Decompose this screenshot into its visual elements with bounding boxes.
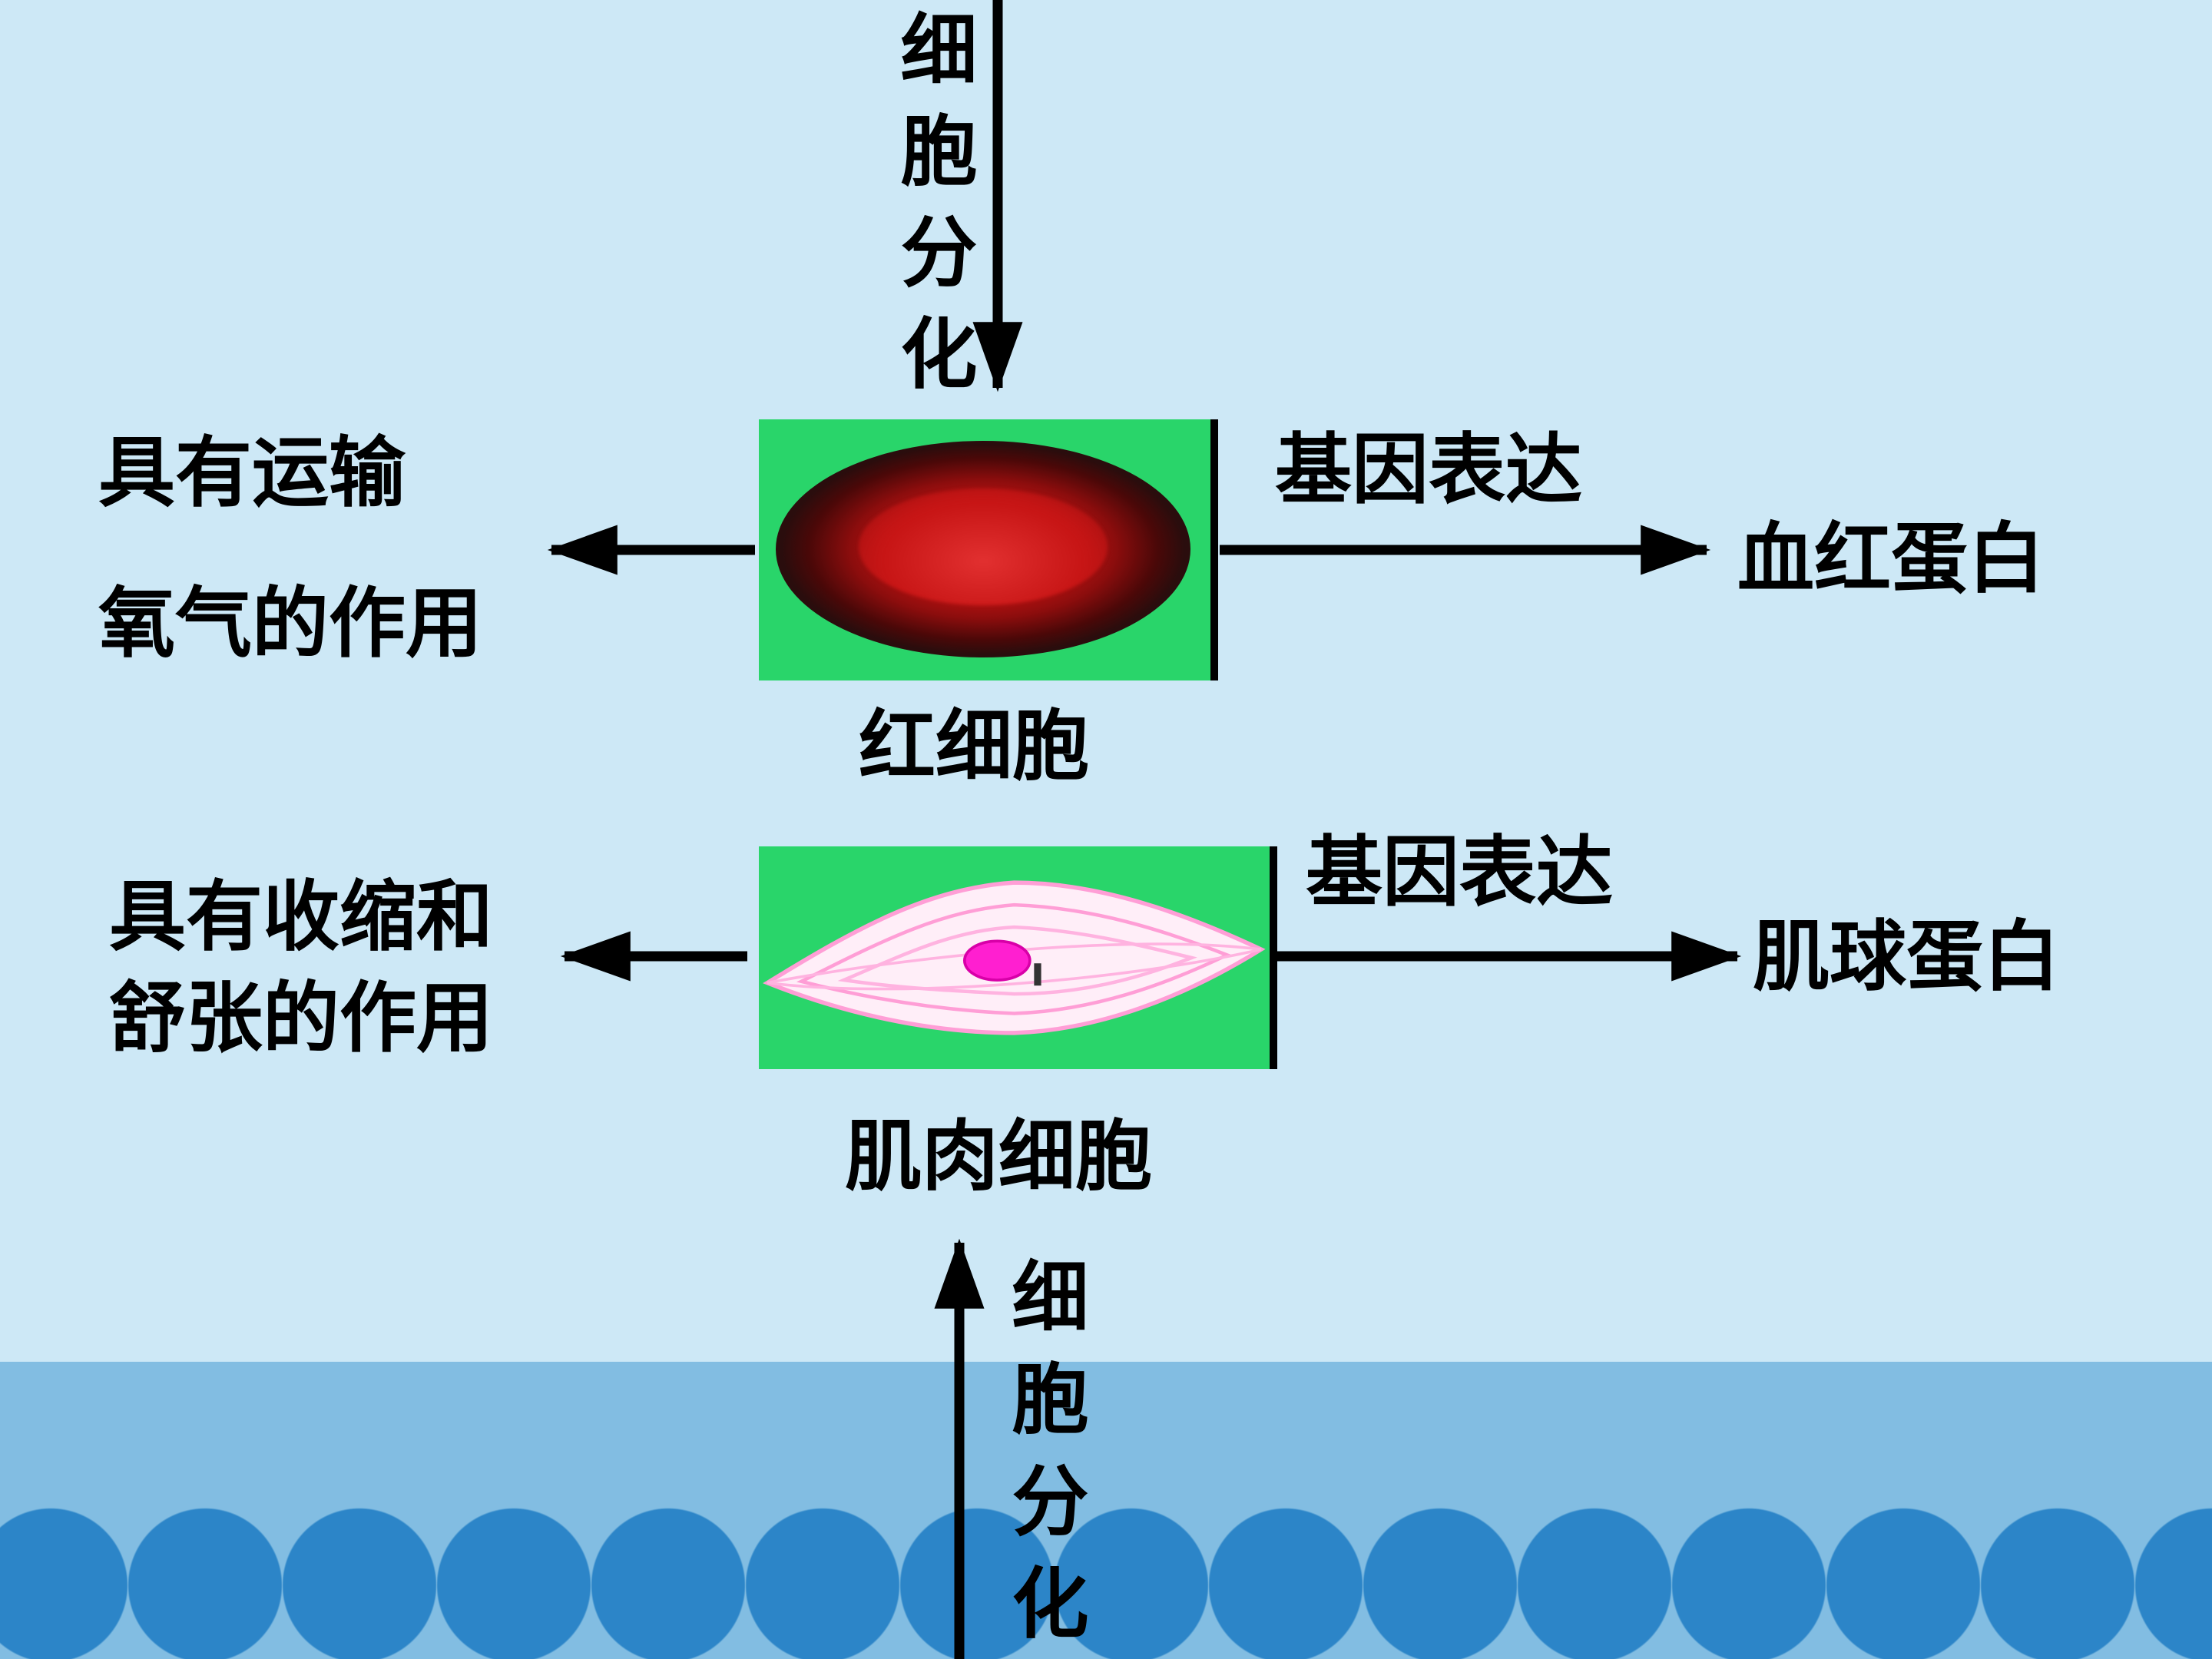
red-blood-cell-box (759, 419, 1218, 680)
water-scallops (0, 1505, 2212, 1659)
oxygen-function-line2: 氧气的作用 (98, 581, 482, 667)
muscle-nucleus (963, 939, 1031, 982)
cell-differentiation-label-bottom: 细胞分化 (1000, 1257, 1085, 1659)
muscle-nucleus-mark (1034, 963, 1041, 986)
contraction-function-line2: 舒张的作用 (109, 976, 493, 1061)
red-blood-cell-highlight (859, 488, 1108, 605)
muscle-striation-4 (767, 948, 1262, 991)
myosin-label: 肌球蛋白 (1753, 915, 2060, 1000)
muscle-cell-label: 肌肉细胞 (845, 1114, 1152, 1200)
hemoglobin-label: 血红蛋白 (1737, 517, 2045, 602)
muscle-striation-2 (837, 925, 1197, 996)
red-blood-cell-image (776, 441, 1190, 657)
muscle-cell-image (763, 880, 1266, 1035)
muscle-cell-box (759, 846, 1277, 1069)
gene-expression-label-red-cell: 基因表达 (1275, 428, 1582, 513)
contraction-function-line1: 具有收缩和 (109, 875, 493, 960)
gene-expression-label-muscle-cell: 基因表达 (1306, 830, 1613, 916)
muscle-striation-1 (796, 902, 1232, 1015)
oxygen-function-line1: 具有运输 (98, 431, 406, 516)
cell-differentiation-label-top: 细胞分化 (889, 9, 974, 415)
red-blood-cell-label: 红细胞 (859, 704, 1089, 790)
